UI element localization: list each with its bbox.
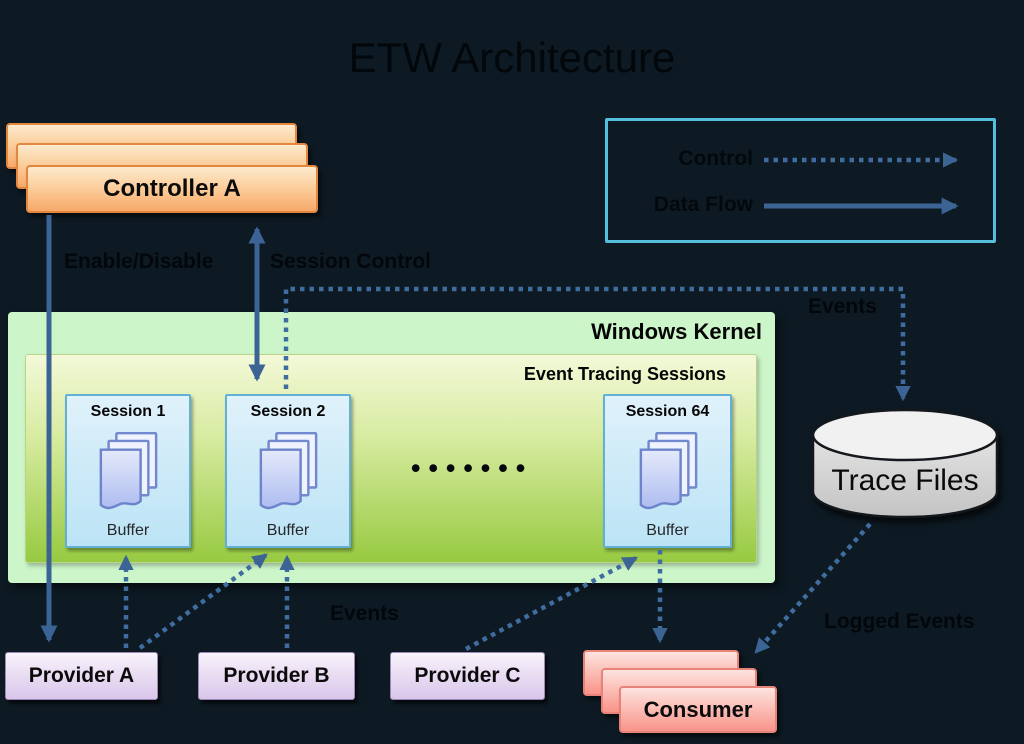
trace-files-cylinder: Trace Files <box>810 406 1000 522</box>
session-64-title: Session 64 <box>625 403 710 420</box>
provider-b-box: Provider B <box>198 652 355 700</box>
sessions-ellipsis-dots: ••••••• <box>411 453 534 483</box>
buffer-pages-icon <box>99 431 158 509</box>
enable-disable-label: Enable/Disable <box>64 250 214 273</box>
legend-control-label: Control <box>678 147 753 170</box>
event-tracing-sessions-label: Event Tracing Sessions <box>523 364 726 384</box>
legend-box <box>605 118 996 243</box>
session-control-label: Session Control <box>270 250 432 273</box>
provider-a-label: Provider A <box>28 664 135 687</box>
session-1-buffer-label: Buffer <box>106 522 150 539</box>
event-tracing-sessions-box: Event Tracing Sessions Session 1 Buffer … <box>25 354 757 563</box>
session-64-buffer-label: Buffer <box>646 522 689 539</box>
session-1-box: Session 1 Buffer <box>65 394 191 548</box>
provider-b-label: Provider B <box>223 664 330 687</box>
session-64-box: Session 64 Buffer <box>603 394 732 548</box>
events-from-providers-label: Events <box>330 602 399 625</box>
buffer-pages-icon <box>259 431 318 509</box>
legend-data-flow-label: Data Flow <box>653 193 753 216</box>
controller-label: Controller A <box>103 175 241 202</box>
session-2-buffer-label: Buffer <box>266 522 310 539</box>
diagram-title: ETW Architecture <box>348 34 676 81</box>
windows-kernel-label: Windows Kernel <box>591 319 762 344</box>
consumer-label: Consumer <box>643 696 753 722</box>
session-2-title: Session 2 <box>250 403 326 420</box>
controller-box: Controller A <box>26 165 318 213</box>
events-to-trace-files-label: Events <box>808 295 877 318</box>
trace-files-label: Trace Files <box>831 464 979 497</box>
buffer-pages-icon <box>639 431 697 509</box>
provider-c-label: Provider C <box>414 664 521 687</box>
provider-c-box: Provider C <box>390 652 545 700</box>
logged-events-label: Logged Events <box>824 610 975 633</box>
windows-kernel-box: Windows Kernel Event Tracing Sessions Se… <box>8 312 775 583</box>
session-1-title: Session 1 <box>90 403 166 420</box>
provider-a-box: Provider A <box>5 652 158 700</box>
session-2-box: Session 2 Buffer <box>225 394 351 548</box>
cylinder-shape <box>811 408 999 519</box>
consumer-box: Consumer <box>619 686 777 733</box>
